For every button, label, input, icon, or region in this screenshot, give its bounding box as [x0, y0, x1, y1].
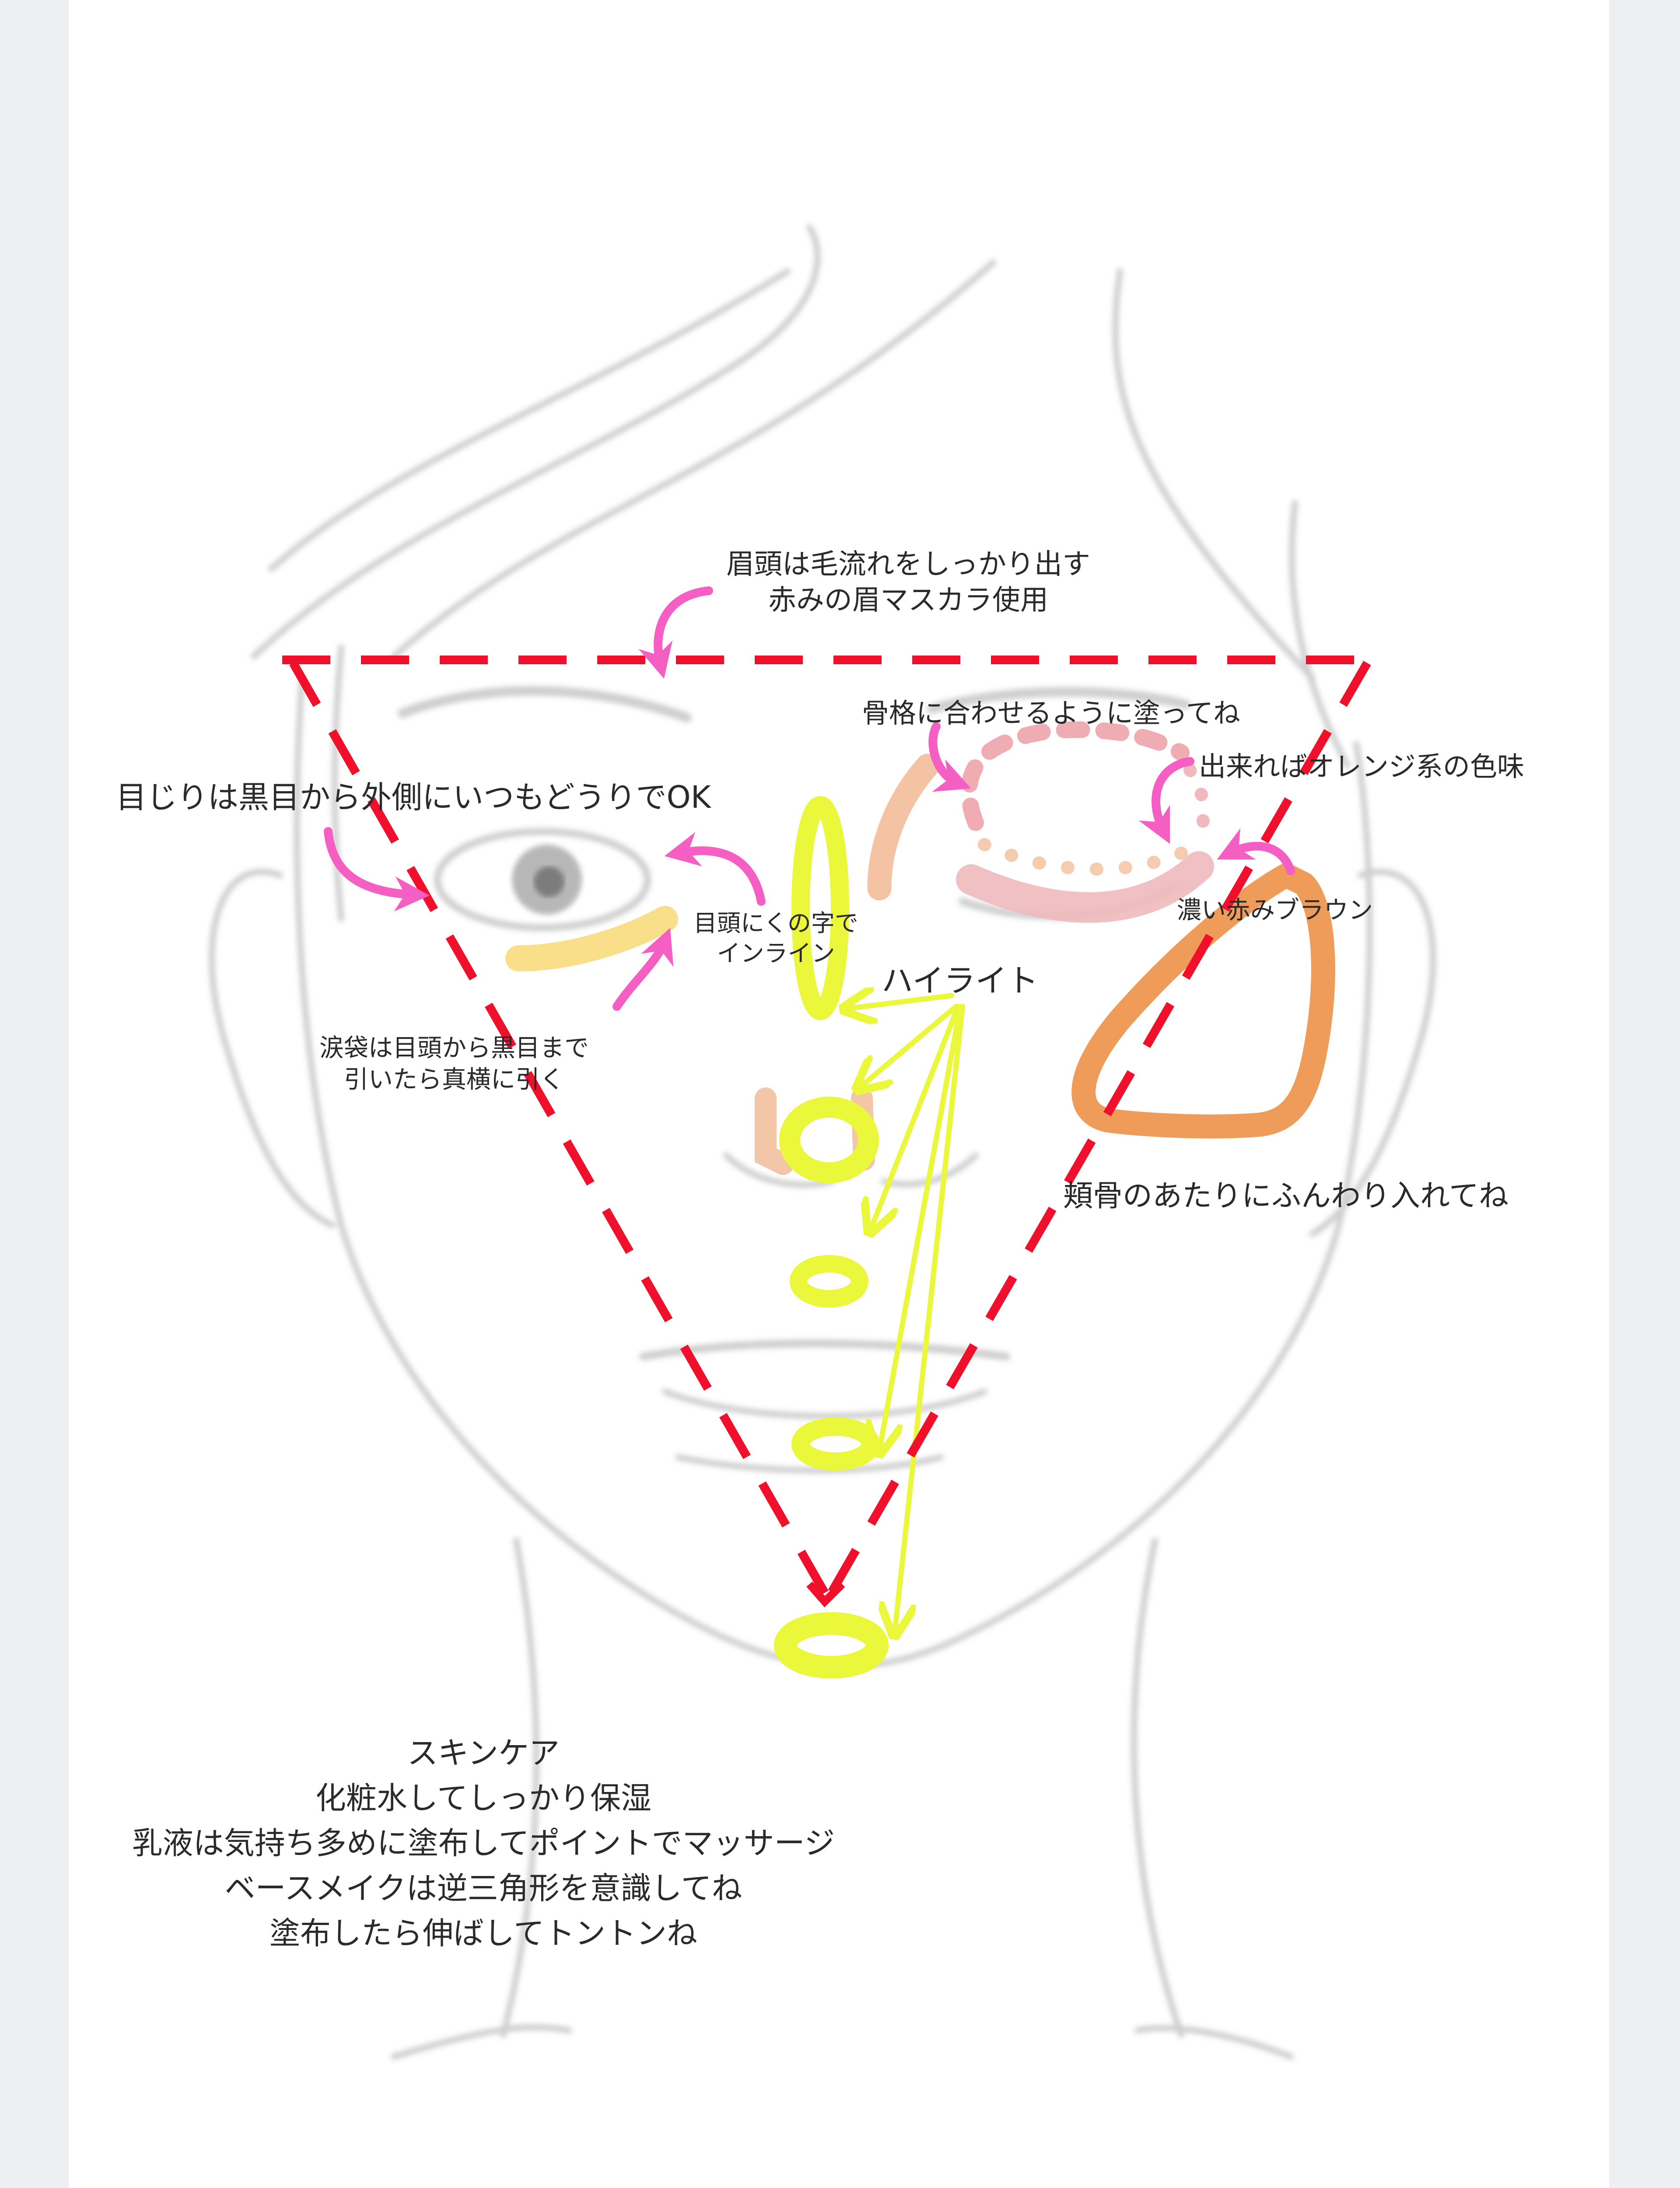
inner-eye-line-1: 目頭にくの字で: [693, 909, 858, 937]
eyeshadow-dotted-outline: [961, 721, 1190, 831]
face-sketch: [209, 224, 1436, 2060]
tear-bag-highlight: [505, 906, 678, 971]
skincare-line-3: ベースメイクは逆三角形を意識してね: [224, 1870, 742, 1906]
bone-structure-annotation: 骨格に合わせるように塗ってね: [862, 697, 1240, 729]
tear-bag-line-1: 涙袋は目頭から黒目まで: [319, 1034, 589, 1062]
eyeshadow-lid-curve: [956, 851, 1214, 923]
skincare-line-1: 化粧水してしっかり保湿: [315, 1780, 651, 1816]
outer-eye-annotation: 目じりは黒目から外側にいつもどうりでOK: [116, 779, 711, 815]
brow-annotation: 眉頭は毛流れをしっかり出す 赤みの眉マスカラ使用: [726, 547, 1090, 619]
orange-tone-annotation: 出来ればオレンジ系の色味: [1199, 750, 1525, 782]
guide-triangle: [282, 656, 1374, 1595]
drawing-canvas: [69, 0, 1609, 2188]
inner-eye-line-2: インライン: [717, 940, 835, 968]
cheek-annotation: 頬骨のあたりにふんわり入れてね: [1063, 1179, 1508, 1213]
brow-line-2: 赤みの眉マスカラ使用: [768, 584, 1048, 617]
skincare-notes: スキンケア 化粧水してしっかり保湿 乳液は気持ち多めに塗布してポイントでマッサー…: [112, 1731, 855, 1956]
highlight-arrows: [847, 996, 965, 1632]
skincare-line-2: 乳液は気持ち多めに塗布してポイントでマッサージ: [132, 1825, 835, 1861]
skincare-line-4: 塗布したら伸ばしてトントンね: [270, 1915, 697, 1951]
cheek-blush-loop: [1071, 863, 1335, 1139]
tear-bag-annotation: 涙袋は目頭から黒目まで 引いたら真横に引く: [319, 1033, 589, 1095]
pink-arrows: [324, 586, 1295, 1011]
tear-bag-line-2: 引いたら真横に引く: [344, 1065, 564, 1094]
nose-shadow-stroke: [867, 754, 940, 901]
highlight-annotation: ハイライト: [882, 962, 1039, 999]
deep-red-brown-annotation: 濃い赤みブラウン: [1177, 896, 1373, 925]
brow-line-1: 眉頭は毛流れをしっかり出す: [726, 548, 1090, 581]
inner-eye-line-annotation: 目頭にくの字で インライン: [693, 908, 858, 968]
skincare-title: スキンケア: [407, 1735, 560, 1771]
